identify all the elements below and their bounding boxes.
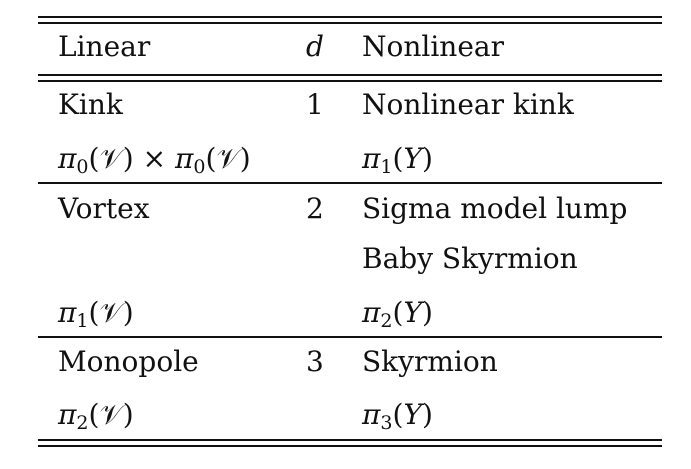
top-rule-2	[38, 22, 662, 24]
soliton-table: Linear d Nonlinear Kink 1 Nonlinear kink…	[38, 16, 662, 448]
row-3-d: 3	[306, 345, 324, 378]
top-rule-1	[38, 16, 662, 18]
header-d: d	[306, 30, 324, 63]
row-3-linear: Monopole	[58, 345, 199, 378]
bottom-rule-2	[38, 445, 662, 447]
header-rule-1	[38, 74, 662, 76]
row-2-linear: Vortex	[58, 192, 150, 225]
row-2-nonlinear-homotopy: π2(Y)	[362, 296, 433, 333]
header-linear: Linear	[58, 30, 151, 63]
row-1-d: 1	[306, 88, 324, 121]
row-1-linear-homotopy: π0(𝒱) × π0(𝒱)	[58, 142, 251, 179]
row-1-nonlinear-1: Nonlinear kink	[362, 88, 574, 121]
header-rule-2	[38, 80, 662, 82]
bottom-rule-1	[38, 439, 662, 441]
row-separator-2	[38, 336, 662, 338]
row-3-nonlinear-1: Skyrmion	[362, 345, 498, 378]
row-3-nonlinear-homotopy: π3(Y)	[362, 398, 433, 435]
row-1-linear: Kink	[58, 88, 123, 121]
row-2-nonlinear-2: Baby Skyrmion	[362, 242, 578, 275]
row-2-d: 2	[306, 192, 324, 225]
row-2-nonlinear-1: Sigma model lump	[362, 192, 628, 225]
row-separator-1	[38, 182, 662, 184]
header-nonlinear: Nonlinear	[362, 30, 504, 63]
row-3-linear-homotopy: π2(𝒱)	[58, 398, 134, 435]
row-1-nonlinear-homotopy: π1(Y)	[362, 142, 433, 179]
row-2-linear-homotopy: π1(𝒱)	[58, 296, 134, 333]
